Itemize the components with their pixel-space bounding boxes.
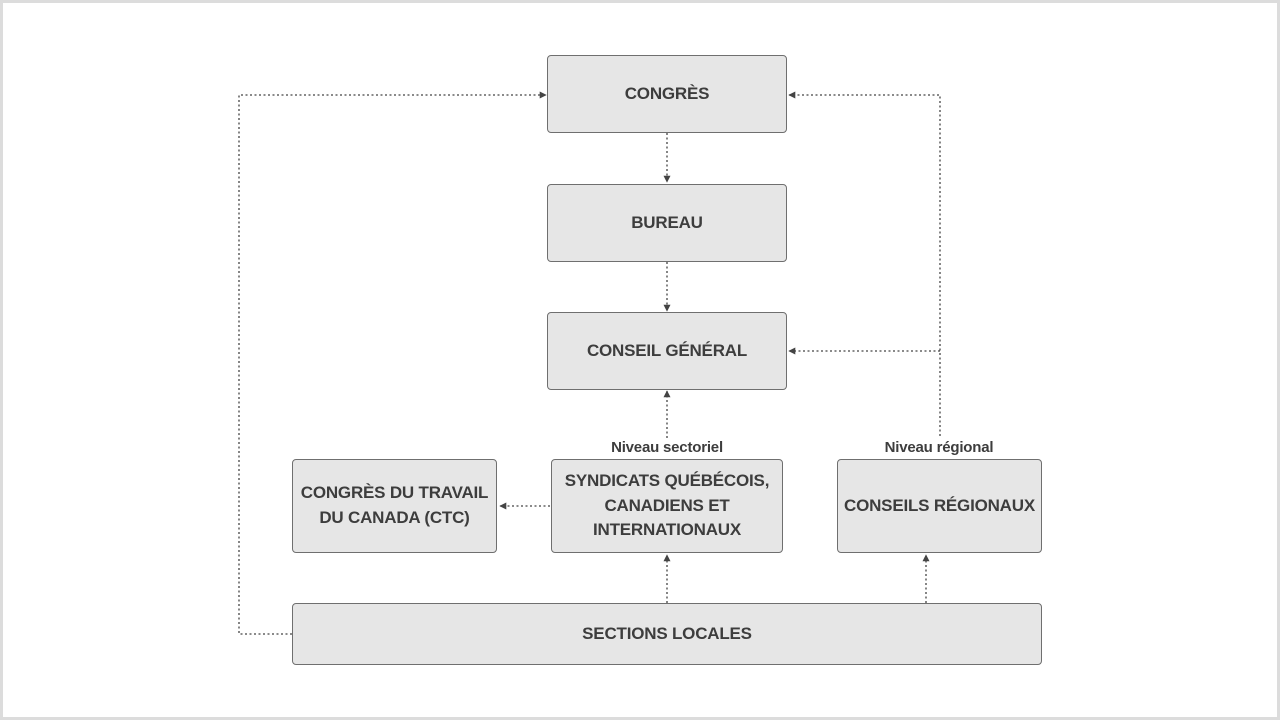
node-sections-locales: SECTIONS LOCALES bbox=[292, 603, 1042, 665]
arrow-sections-to-congres bbox=[238, 91, 547, 635]
node-syndicats: SYNDICATS QUÉBÉCOIS, CANADIENS ET INTERN… bbox=[551, 459, 783, 553]
node-congres: CONGRÈS bbox=[547, 55, 787, 133]
node-ctc-label-line-2: DU CANADA (CTC) bbox=[319, 508, 470, 527]
node-conseil-general: CONSEIL GÉNÉRAL bbox=[547, 312, 787, 390]
node-syndicats-label-line-1: SYNDICATS QUÉBÉCOIS, bbox=[564, 471, 770, 491]
node-ctc-label-line-1: CONGRÈS DU TRAVAIL bbox=[300, 483, 489, 503]
node-congres-label: CONGRÈS bbox=[624, 83, 710, 103]
label-niveau-sectoriel: Niveau sectoriel bbox=[611, 439, 723, 456]
node-syndicats-label-line-2: CANADIENS ET bbox=[604, 495, 730, 515]
arrow-conseils-regionaux-to-congres bbox=[788, 91, 941, 436]
node-ctc: CONGRÈS DU TRAVAIL DU CANADA (CTC) bbox=[292, 459, 497, 553]
label-niveau-regional: Niveau régional bbox=[884, 439, 994, 456]
node-conseils-regionaux-label: CONSEILS RÉGIONAUX bbox=[844, 495, 1035, 515]
node-syndicats-label-line-3: INTERNATIONAUX bbox=[593, 520, 741, 540]
node-conseils-regionaux: CONSEILS RÉGIONAUX bbox=[837, 459, 1042, 553]
node-conseil-general-label: CONSEIL GÉNÉRAL bbox=[586, 340, 748, 360]
node-bureau-label: BUREAU bbox=[631, 212, 703, 232]
node-sections-locales-label: SECTIONS LOCALES bbox=[582, 623, 752, 643]
node-bureau: BUREAU bbox=[547, 184, 787, 262]
